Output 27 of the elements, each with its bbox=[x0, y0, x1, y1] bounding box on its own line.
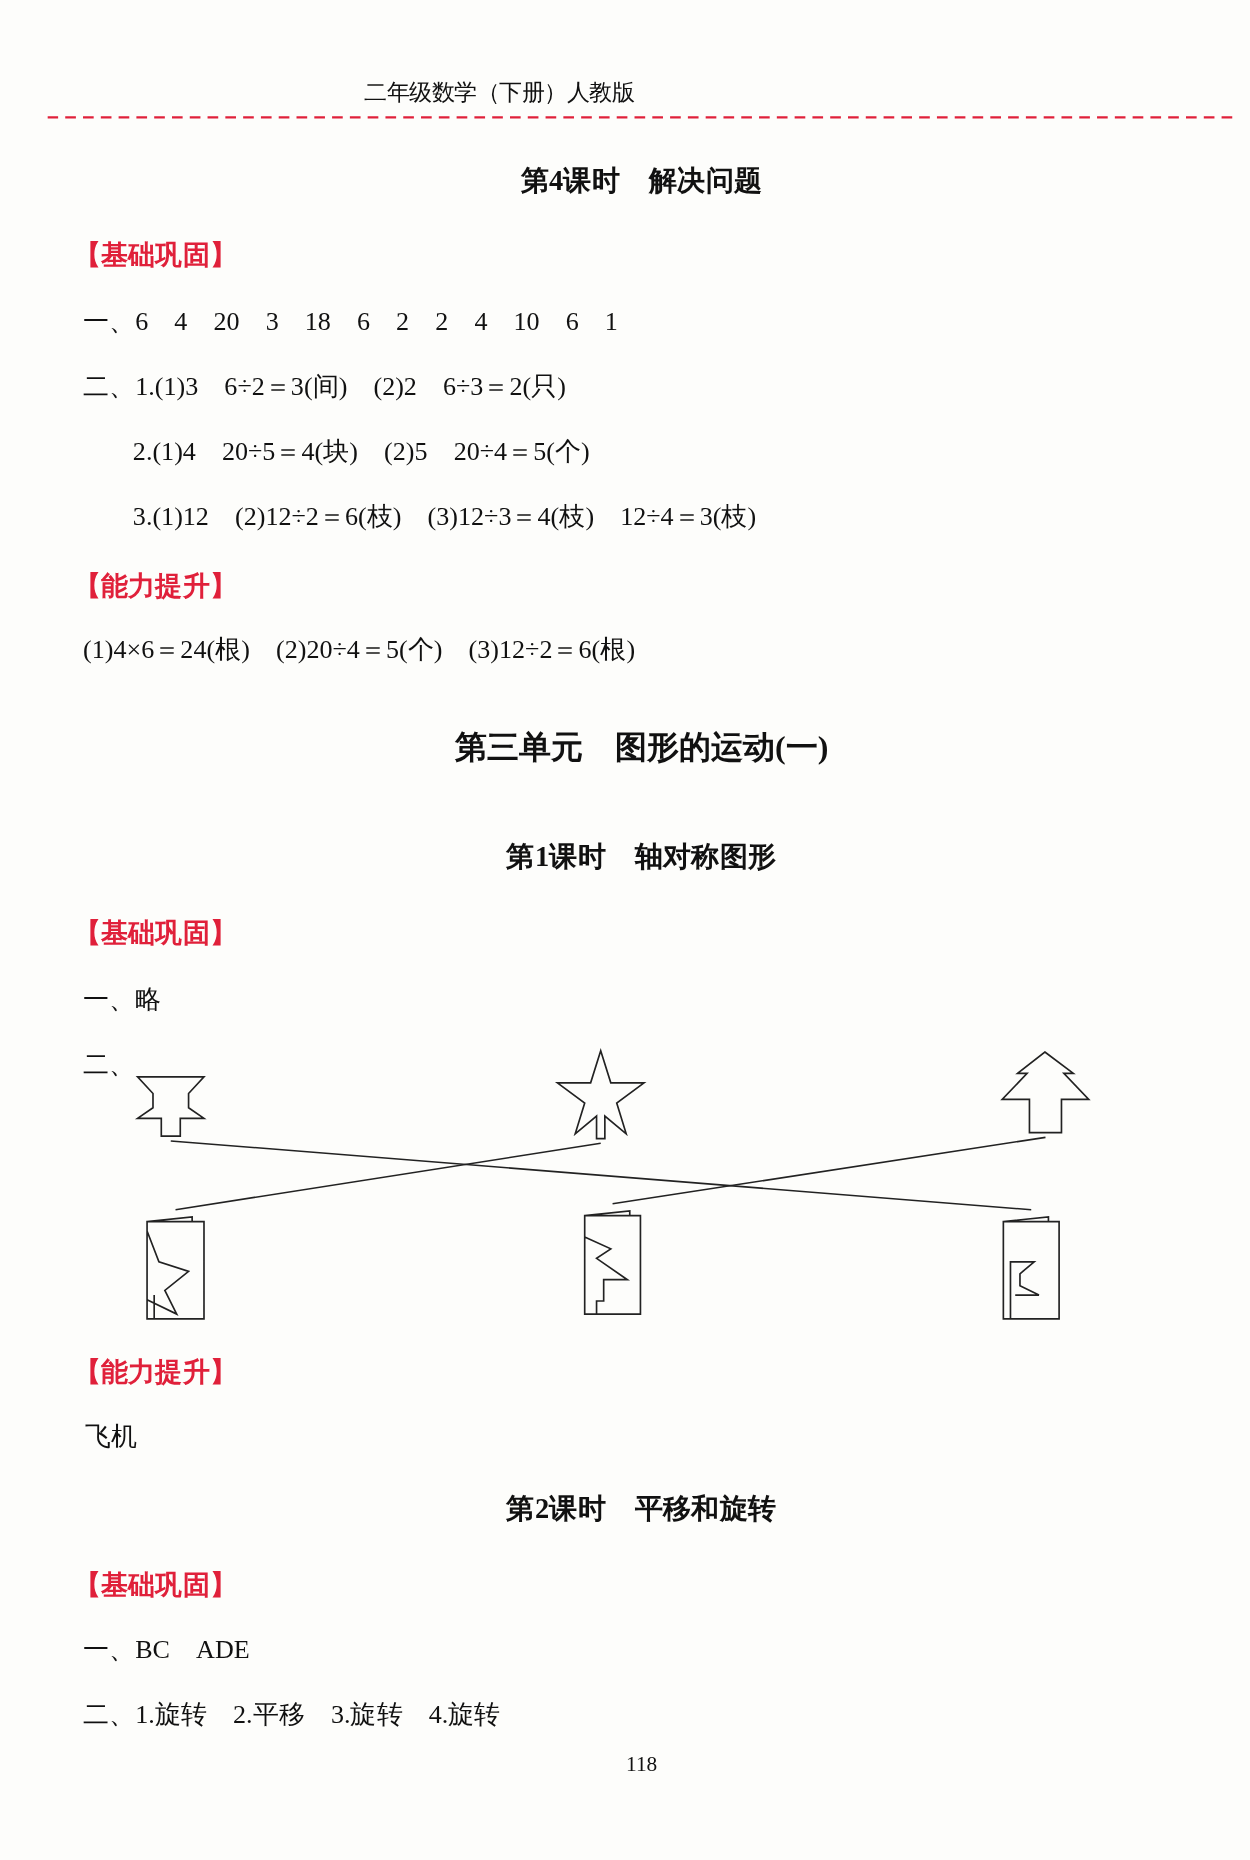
unit-heading: 第三单元 图形的运动(一) bbox=[454, 728, 829, 767]
section-heading: 【基础巩固】 bbox=[73, 1569, 238, 1602]
answer-line: 二、1.旋转 2.平移 3.旋转 4.旋转 bbox=[83, 1699, 501, 1731]
lesson-heading: 第2课时 平移和旋转 bbox=[506, 1492, 777, 1526]
matching-line bbox=[170, 1140, 1032, 1211]
answer-line: 一、略 bbox=[83, 984, 162, 1016]
answer-line: 一、BC ADE bbox=[83, 1634, 250, 1666]
lesson-heading: 第4课时 解决问题 bbox=[520, 163, 763, 198]
t-shape-drawing bbox=[136, 1075, 206, 1137]
section-heading: 【能力提升】 bbox=[73, 570, 238, 604]
answer-line: 二、 bbox=[83, 1049, 136, 1081]
answer-line: 二、1.(1)3 6÷2＝3(间) (2)2 6÷3＝2(只) bbox=[83, 371, 567, 403]
section-heading: 【基础巩固】 bbox=[73, 916, 238, 950]
answer-line: 一、6 4 20 3 18 6 2 2 4 10 6 1 bbox=[83, 306, 618, 338]
answer-line: (1)4×6＝24(根) (2)20÷4＝5(个) (3)12÷2＝6(根) bbox=[83, 634, 636, 666]
page-number: 118 bbox=[626, 1751, 658, 1778]
matching-line bbox=[611, 1136, 1047, 1205]
star-drawing bbox=[557, 1050, 644, 1139]
answer-line: 3.(1)12 (2)12÷2＝6(枝) (3)12÷3＝4(枝) 12÷4＝3(枝) bbox=[132, 501, 757, 533]
lesson-heading: 第1课时 轴对称图形 bbox=[506, 839, 777, 874]
section-heading: 【基础巩固】 bbox=[73, 239, 238, 273]
answer-line: 2.(1)4 20÷5＝4(块) (2)5 20÷4＝5(个) bbox=[132, 436, 590, 468]
answer-line: 飞机 bbox=[85, 1420, 138, 1453]
tree-drawing bbox=[1002, 1052, 1089, 1133]
matching-line bbox=[174, 1142, 602, 1211]
section-heading: 【能力提升】 bbox=[73, 1355, 238, 1389]
header-text: 二年级数学（下册）人教版 bbox=[364, 78, 635, 106]
